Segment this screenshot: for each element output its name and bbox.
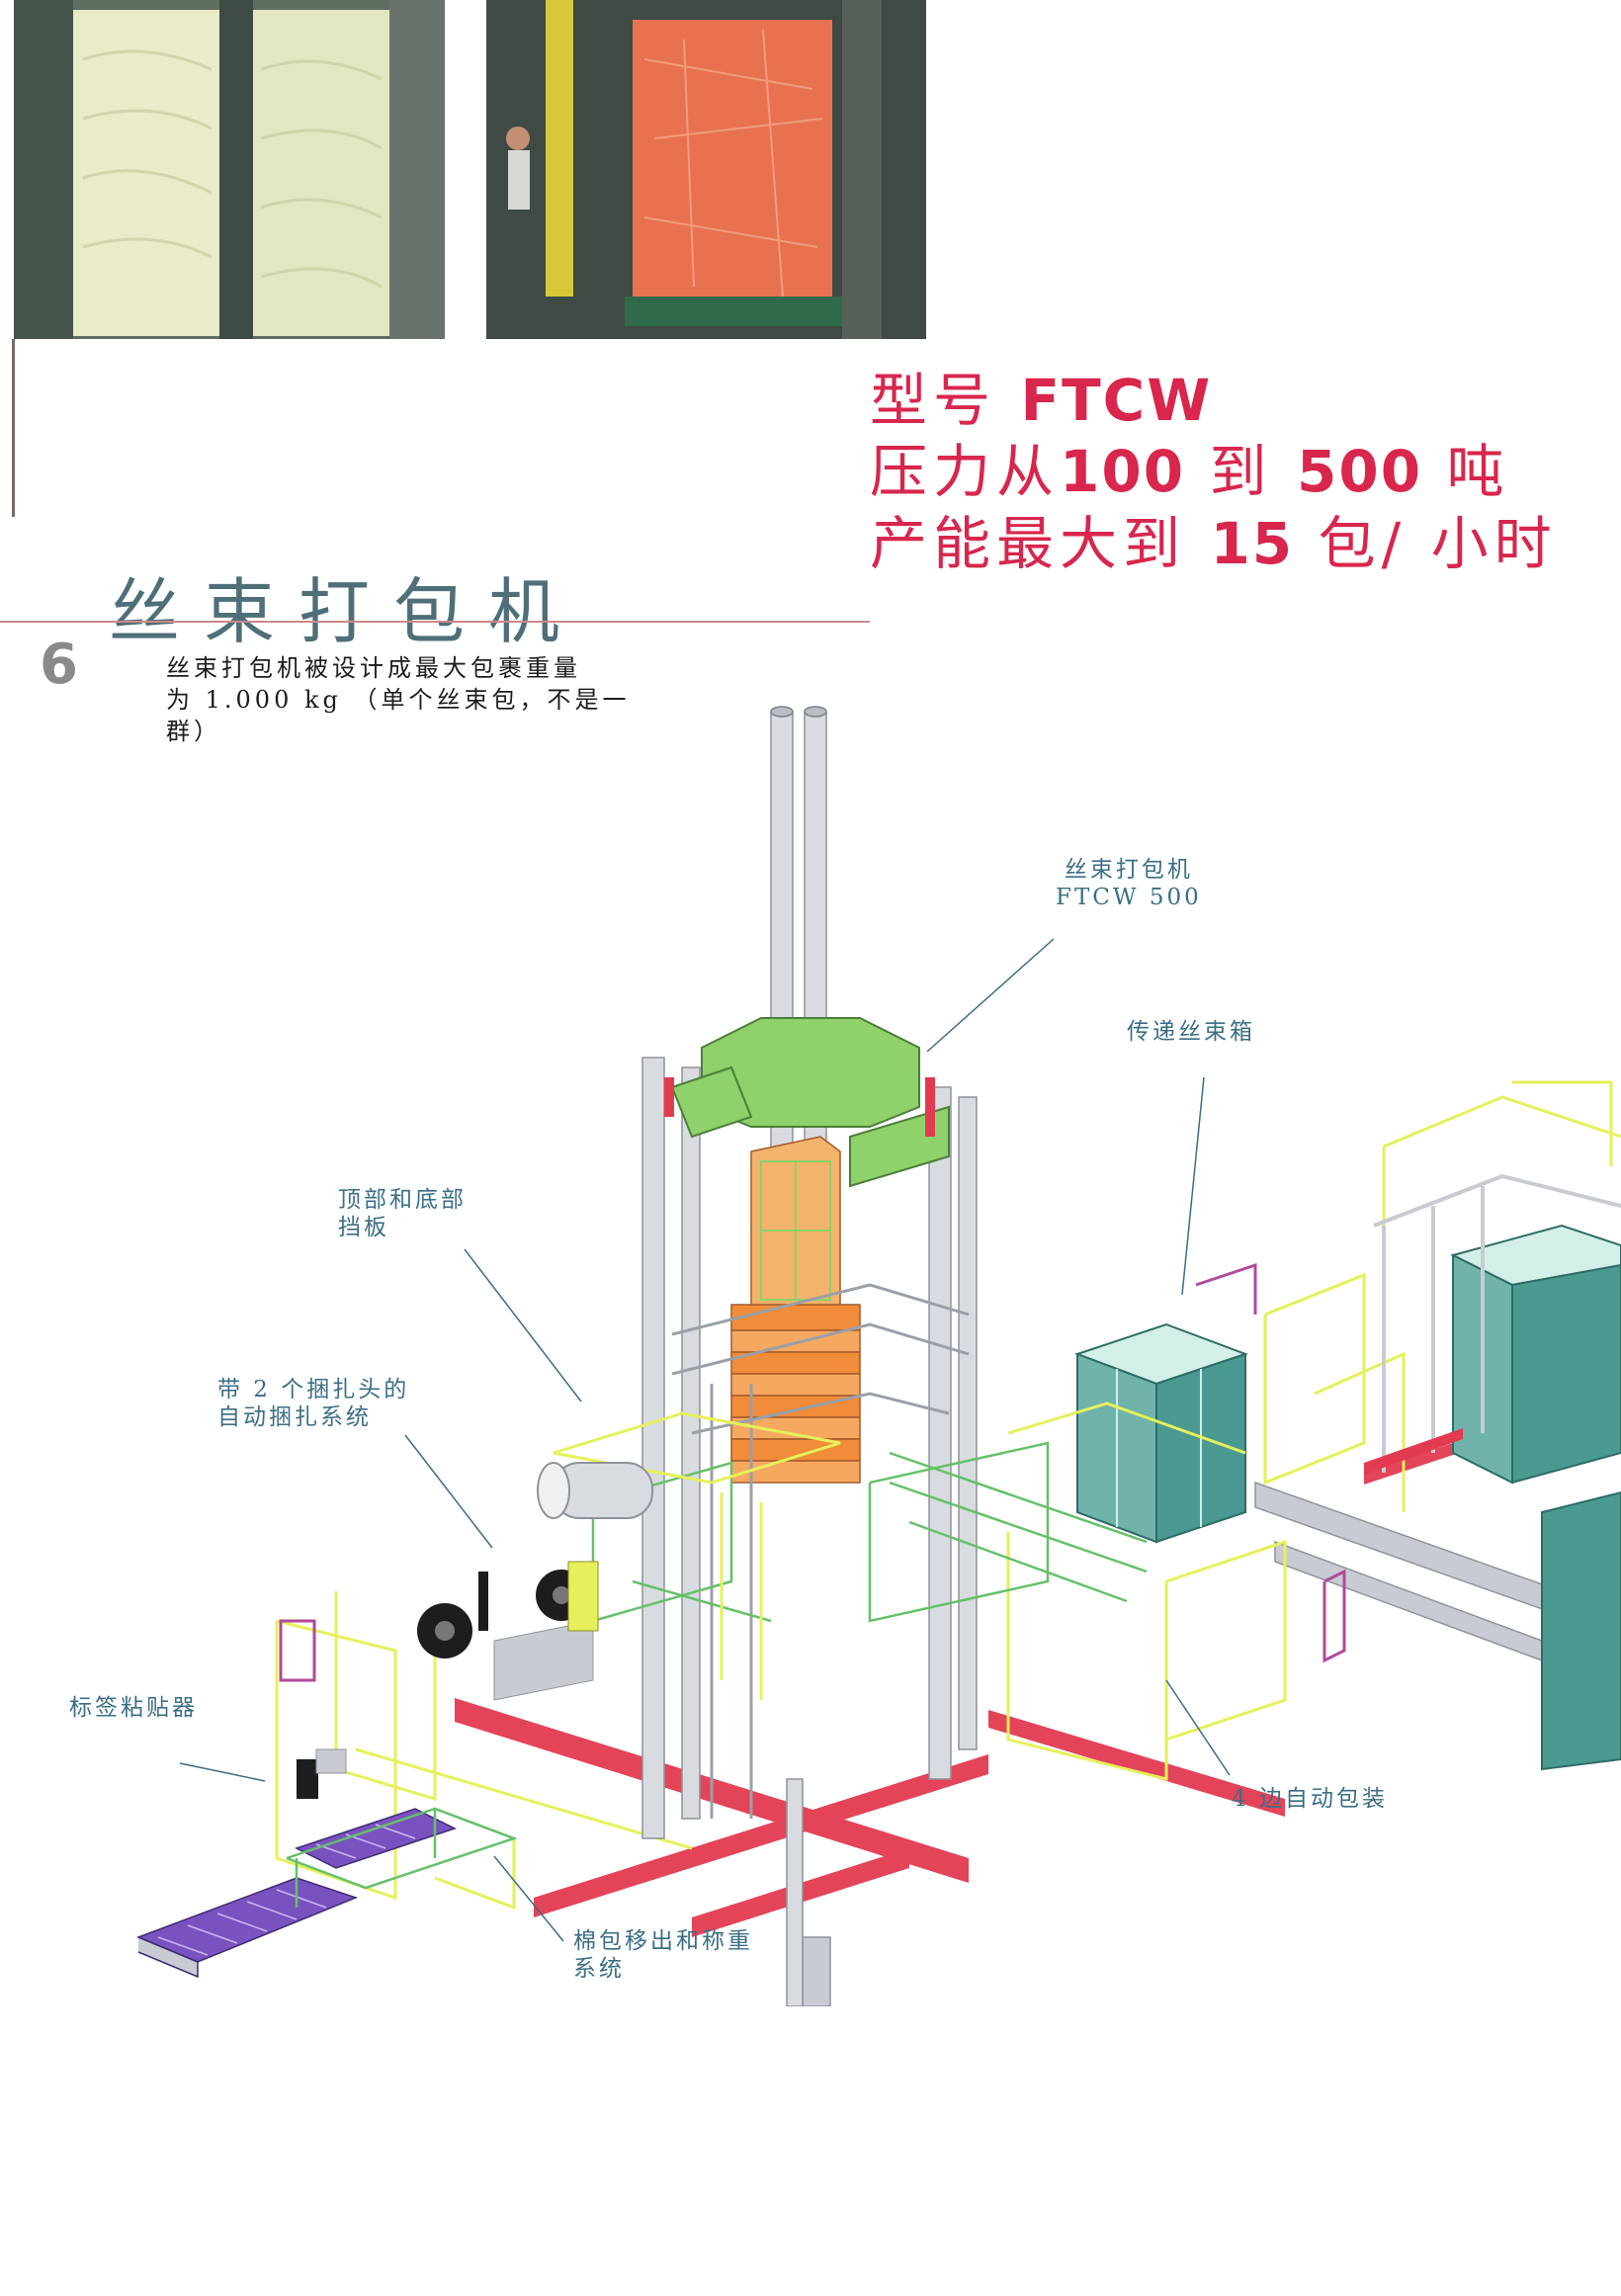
conveyor-rollers bbox=[157, 1824, 416, 1956]
callout-strapping-system: 带 2 个捆扎头的自动捆扎系统 bbox=[217, 1377, 410, 1430]
page-title: 丝束打包机 bbox=[109, 570, 584, 653]
spec-model-line: 型号 FTCW bbox=[870, 367, 1213, 434]
photo-tow-bale bbox=[14, 0, 445, 339]
bale-chamber bbox=[730, 1136, 861, 1484]
photo-wrapped-bale bbox=[486, 0, 926, 339]
callout-wrapping: 4 边自动包装 bbox=[1232, 1786, 1388, 1812]
tow-box-left bbox=[1074, 1322, 1248, 1544]
right-platform bbox=[1373, 1173, 1621, 1473]
spec-pressure-line: 压力从100 到 500 吨 bbox=[870, 438, 1510, 505]
title-rule bbox=[0, 621, 870, 623]
walkways bbox=[553, 1402, 1246, 1700]
weighing-frame bbox=[286, 1807, 518, 1908]
side-frames bbox=[671, 1283, 970, 1819]
callout-tow-box: 传递丝束箱 bbox=[1127, 1019, 1255, 1045]
callout-labeler: 标签粘贴器 bbox=[69, 1695, 198, 1721]
strapping-heads bbox=[417, 1561, 599, 1701]
callout-top-bottom-plates: 顶部和底部挡板 bbox=[338, 1187, 467, 1240]
green-framework bbox=[591, 1441, 1148, 1623]
description: 丝束打包机被设计成最大包裹重量 为 1.000 kg （单个丝束包，不是一 群） bbox=[166, 654, 631, 745]
page-number: 6 bbox=[40, 633, 78, 697]
left-edge-rule bbox=[12, 339, 15, 517]
baler-illustration bbox=[135, 706, 1621, 2006]
cylinder-rods bbox=[770, 706, 827, 718]
red-uprights bbox=[664, 1077, 935, 1137]
leader-lines bbox=[179, 938, 1231, 1942]
labeler bbox=[297, 1748, 347, 1799]
press-grid bbox=[760, 1160, 831, 1301]
callout-discharge-weighing: 棉包移出和称重系统 bbox=[573, 1928, 753, 1982]
spec-capacity-line: 产能最大到 15 包/ 小时 bbox=[870, 510, 1558, 577]
press-crossheads bbox=[670, 1017, 950, 1188]
access-doors bbox=[279, 1262, 1346, 1682]
film-roll bbox=[537, 1462, 653, 1519]
right-platform-red bbox=[1364, 1428, 1463, 1475]
tow-box-right bbox=[1450, 1224, 1621, 1771]
grey-rails bbox=[802, 1481, 1563, 2006]
